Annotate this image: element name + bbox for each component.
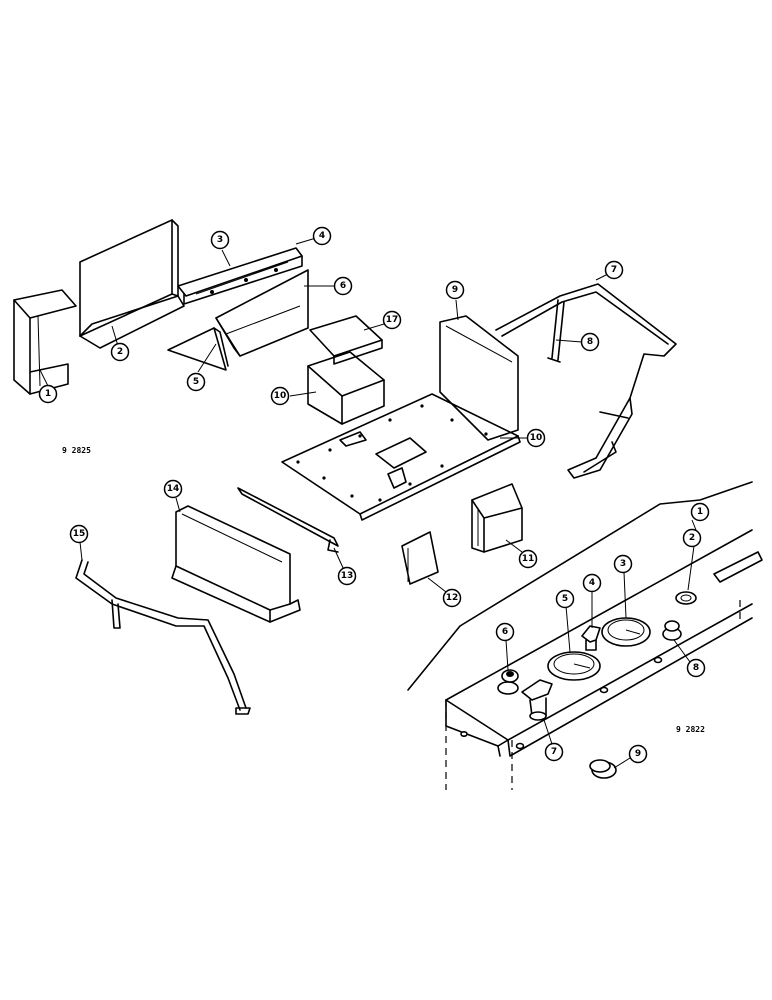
svg-text:8: 8 (587, 337, 593, 347)
callout-17: 17 (382, 310, 402, 330)
svg-text:4: 4 (589, 578, 595, 588)
callout-11: 11 (518, 549, 538, 569)
svg-text:4: 4 (319, 231, 325, 241)
part-10-floor-plate (281, 393, 521, 521)
svg-text:6: 6 (340, 281, 346, 291)
callout-right-8: 8 (686, 658, 706, 678)
svg-text:14: 14 (167, 484, 180, 494)
svg-text:13: 13 (341, 571, 354, 581)
callout-5: 5 (186, 372, 206, 392)
leader-lines-left (39, 237, 609, 593)
callout-14: 14 (163, 479, 183, 499)
callout-12: 12 (442, 588, 462, 608)
svg-text:5: 5 (562, 594, 568, 604)
instrument-panel (407, 481, 763, 790)
callout-right-4: 4 (582, 573, 602, 593)
part-13-strip (237, 487, 339, 553)
callout-9: 9 (445, 280, 465, 300)
svg-text:10: 10 (530, 433, 543, 443)
gauge-5 (547, 651, 601, 681)
part-1-bracket (13, 289, 77, 395)
svg-text:8: 8 (693, 663, 699, 673)
figure-code-right: 9 2822 (676, 725, 705, 734)
ring-2 (675, 591, 697, 605)
part-17-lid (309, 315, 383, 365)
part-14-lower-panel (171, 505, 301, 623)
part-12-plate (401, 531, 439, 585)
part-3-4-rail (177, 247, 303, 305)
svg-text:17: 17 (386, 315, 399, 325)
part-5-gusset (167, 327, 229, 371)
callout-right-5: 5 (555, 589, 575, 609)
svg-text:2: 2 (117, 347, 123, 357)
callout-16: 10 (270, 386, 290, 406)
svg-text:9: 9 (452, 285, 458, 295)
callout-right-7: 7 (544, 742, 564, 762)
callout-3: 3 (210, 230, 230, 250)
part-15-tube (75, 559, 251, 715)
svg-text:3: 3 (620, 559, 626, 569)
part-16-box (307, 351, 385, 425)
gauge-3 (601, 617, 651, 647)
part-9-back-panel (439, 315, 519, 441)
leader-lines-right (505, 519, 701, 769)
svg-text:1: 1 (697, 507, 703, 517)
plug-8 (662, 620, 682, 641)
callout-2: 2 (110, 342, 130, 362)
svg-text:12: 12 (446, 593, 459, 603)
callout-right-3: 3 (613, 554, 633, 574)
svg-text:1: 1 (45, 389, 51, 399)
callout-6: 6 (333, 276, 353, 296)
svg-text:9: 9 (635, 749, 641, 759)
part-2-side-panel (79, 219, 185, 349)
callout-right-6: 6 (495, 622, 515, 642)
callout-15: 15 (69, 524, 89, 544)
cap-9 (589, 759, 617, 779)
svg-text:7: 7 (551, 747, 557, 757)
key-switch-7 (521, 679, 553, 721)
svg-text:7: 7 (611, 265, 617, 275)
part-8-rod (547, 299, 565, 363)
svg-text:5: 5 (193, 377, 199, 387)
part-6-angled-panel (215, 269, 309, 357)
svg-text:11: 11 (522, 554, 535, 564)
part-7-handrail (495, 283, 677, 479)
callout-13: 13 (337, 566, 357, 586)
callout-right-2: 2 (682, 528, 702, 548)
figure-code-left: 9 2825 (62, 446, 91, 455)
part-11-step (471, 483, 523, 553)
svg-text:2: 2 (689, 533, 695, 543)
callout-10: 10 (526, 428, 546, 448)
callout-4: 4 (312, 226, 332, 246)
light-6 (497, 669, 519, 695)
svg-text:3: 3 (217, 235, 223, 245)
callout-7: 7 (604, 260, 624, 280)
svg-text:15: 15 (73, 529, 86, 539)
callout-right-1: 1 (690, 502, 710, 522)
switch-4 (581, 625, 601, 651)
callout-right-9: 9 (628, 744, 648, 764)
svg-text:6: 6 (502, 627, 508, 637)
callout-8: 8 (580, 332, 600, 352)
svg-text:10: 10 (274, 391, 287, 401)
callout-1: 1 (38, 384, 58, 404)
